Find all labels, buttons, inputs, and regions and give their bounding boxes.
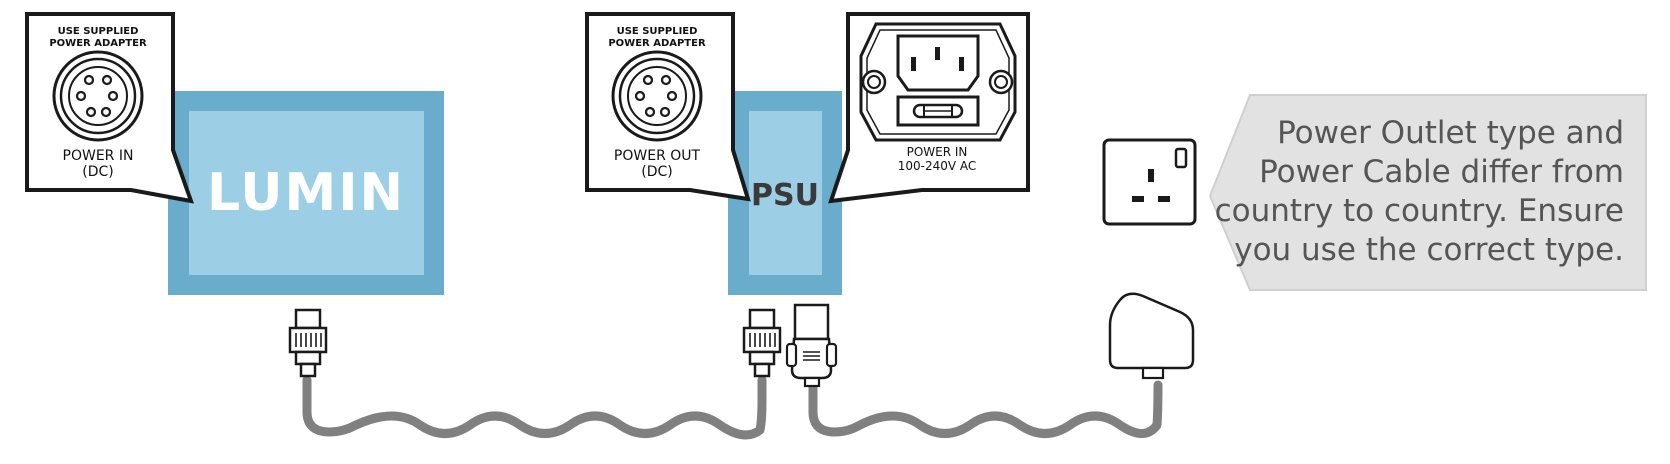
psu-out-callout-warning-line1: USE SUPPLIED bbox=[617, 26, 698, 37]
dc-plug-icon bbox=[288, 308, 328, 378]
psu-out-callout-label-line1: POWER OUT bbox=[614, 148, 701, 164]
iec-c14-inlet-icon bbox=[859, 22, 1017, 142]
psu-power-out-callout: USE SUPPLIED POWER ADAPTER POWER OUT (DC… bbox=[585, 12, 751, 202]
lumin-callout-label-line1: POWER IN bbox=[63, 148, 134, 164]
psu-in-callout-label-line1: POWER IN bbox=[907, 145, 968, 159]
note-line-1: Power Outlet type and bbox=[1277, 115, 1624, 151]
iec-c13-plug-icon bbox=[785, 303, 838, 388]
dc-5pin-socket-icon bbox=[52, 50, 144, 142]
dc-5pin-socket-icon bbox=[611, 50, 703, 142]
psu-out-callout-label-line2: (DC) bbox=[641, 164, 672, 180]
psu-power-in-callout: POWER IN 100-240V AC bbox=[828, 12, 1030, 204]
lumin-device-panel bbox=[189, 111, 424, 275]
ac-cable bbox=[808, 379, 1163, 438]
psu-in-callout-label-line2: 100-240V AC bbox=[898, 159, 977, 173]
lumin-callout-label-line2: (DC) bbox=[82, 164, 113, 180]
lumin-logo-text: LUMIN bbox=[207, 163, 405, 223]
lumin-callout-warning-line2: POWER ADAPTER bbox=[49, 38, 147, 49]
lumin-power-in-callout: USE SUPPLIED POWER ADAPTER POWER IN (DC) bbox=[25, 12, 195, 204]
note-line-2: Power Cable differ from bbox=[1259, 154, 1624, 190]
note-line-4: you use the correct type. bbox=[1234, 232, 1624, 268]
lumin-device: LUMIN bbox=[168, 91, 444, 295]
uk-mains-plug-icon bbox=[1108, 292, 1195, 380]
psu-device: PSU bbox=[728, 91, 842, 295]
country-note-box: Power Outlet type and Power Cable differ… bbox=[1208, 94, 1647, 291]
dc-plug-icon bbox=[742, 308, 782, 378]
psu-label-text: PSU bbox=[751, 178, 819, 213]
psu-device-panel bbox=[749, 111, 822, 275]
uk-wall-outlet-icon bbox=[1102, 138, 1197, 226]
note-arrow-shape bbox=[1208, 94, 1647, 291]
lumin-callout-warning-line1: USE SUPPLIED bbox=[58, 26, 139, 37]
note-line-3: country to country. Ensure bbox=[1215, 193, 1624, 229]
psu-out-callout-warning-line2: POWER ADAPTER bbox=[608, 38, 706, 49]
dc-cable bbox=[302, 375, 767, 440]
